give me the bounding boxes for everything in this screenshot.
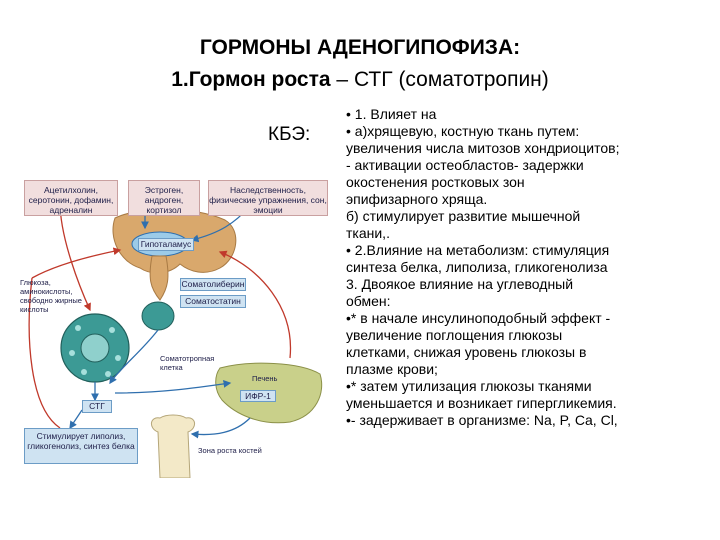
somatotropic-cell-label: Соматотропная клетка [160,354,215,372]
bullet-list: • 1. Влияет на • а)хрящевую, костную тка… [346,106,718,429]
neurotransmitters-box: Ацетилхолин, серотонин, дофамин, адренал… [24,180,118,216]
bullet-line: окостенения ростковых зон [346,174,525,190]
subtitle-rest-part: – СТГ (соматотропин) [330,68,549,91]
hypothalamus-label: Гипоталамус [138,238,194,251]
somatostatin-label: Соматостатин [180,295,246,308]
slide-title: ГОРМОНЫ АДЕНОГИПОФИЗА: [199,36,521,59]
bullet-line: эпифизарного хряща. [346,191,488,207]
bullet-line: увеличения числа митозов хондриоцитов; [346,140,620,156]
subtitle-bold-part: 1.Гормон роста [171,68,331,91]
bullet-line: б) стимулирует развитие мышечной [346,208,581,224]
lifestyle-factors-box: Наследственность, физические упражнения,… [208,180,328,216]
bullet-line: •* затем утилизация глюкозы тканями [346,378,592,394]
growth-zone-label: Зона роста костей [198,446,262,455]
bullet-line: ткани,. [346,225,390,241]
metabolites-label: Глюкоза, аминокислоты, свободно жирные к… [20,278,82,314]
metabolic-effects-box: Стимулирует липолиз, гликогенолиз, синте… [24,428,138,464]
bullet-line: • а)хрящевую, костную ткань путем: [346,123,580,139]
liver-label: Печень [252,374,278,383]
stg-label: СТГ [82,400,112,413]
bone-shape [151,414,195,478]
sex-hormones-box: Эстроген, андроген, кортизол [128,180,200,216]
bullet-line: 3. Двоякое влияние на углеводный [346,276,574,292]
bullet-line: увеличение поглощения глюкозы [346,327,563,343]
somatoliberin-label: Соматолиберин [180,278,246,291]
pituitary-gland [141,301,175,331]
bullet-line: • 1. Влияет на [346,106,437,122]
kbe-label: КБЭ: [268,124,311,145]
bullet-line: уменьшается и возникает гипергликемия. [346,395,617,411]
slide-subtitle: 1.Гормон роста – СТГ (соматотропин) [0,68,720,92]
bullet-line: обмен: [346,293,391,309]
bullet-line: плазме крови; [346,361,438,377]
gh-regulation-diagram: Ацетилхолин, серотонин, дофамин, адренал… [20,178,338,478]
bullet-line: клетками, снижая уровень глюкозы в [346,344,587,360]
bullet-line: • 2.Влияние на метаболизм: стимуляция [346,242,610,258]
bullet-line: синтеза белка, липолиза, гликогенолиза [346,259,608,275]
bullet-line: •* в начале инсулиноподобный эффект - [346,310,611,326]
cell-nucleus [80,333,110,363]
bullet-line: •- задерживает в организме: Na, P, Ca, C… [346,412,618,428]
igf1-label: ИФР-1 [240,390,276,402]
pituitary-stalk [149,255,169,301]
bullet-line: - активации остеобластов- задержки [346,157,584,173]
diagram-graphics [28,201,323,478]
